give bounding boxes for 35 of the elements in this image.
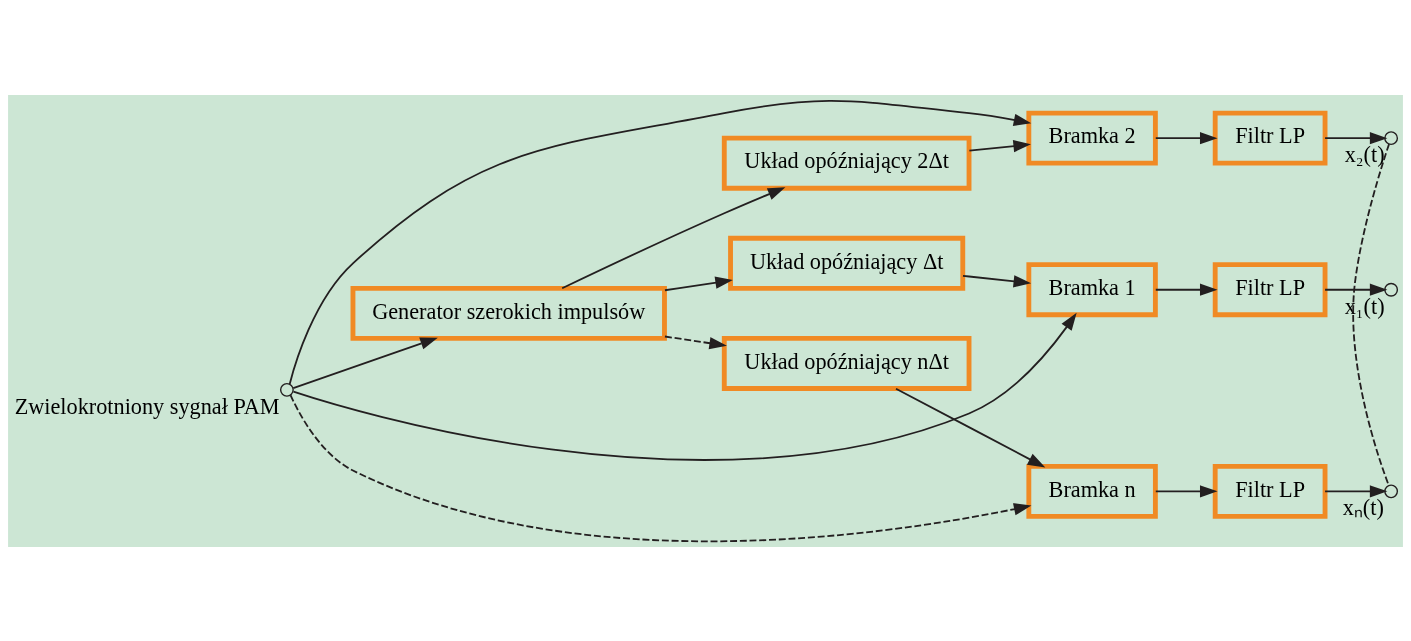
arrow (968, 139, 1031, 152)
connector (1352, 142, 1390, 486)
node-circle (1384, 282, 1399, 297)
node-circle (279, 382, 294, 397)
node-box: Układ opóźniający 2Δt (721, 135, 972, 191)
arrow (1324, 283, 1388, 296)
arrow (289, 393, 1032, 542)
node-label: xₙ(t) (1342, 494, 1384, 520)
arrow (962, 274, 1032, 287)
arrow (1154, 484, 1218, 497)
node-box: Bramka 1 (1026, 261, 1158, 317)
node-label: Zwielokrotniony sygnał PAM (14, 393, 280, 419)
node-box: Filtr LP (1212, 110, 1328, 166)
arrow (1154, 283, 1218, 296)
node-label: x₂(t) (1344, 141, 1385, 167)
arrow (664, 335, 727, 349)
node-label: x₁(t) (1344, 293, 1385, 319)
node-circle (1384, 483, 1399, 498)
arrow (561, 186, 786, 289)
arrow (1324, 131, 1388, 144)
arrow (1154, 131, 1218, 144)
arrow (288, 99, 1032, 385)
node-box: Bramka n (1026, 463, 1158, 519)
node-circle (1384, 130, 1399, 145)
node-box: Układ opóźniający Δt (728, 235, 966, 291)
arrow (1324, 484, 1388, 497)
arrow (292, 312, 1077, 461)
node-box: Bramka 2 (1026, 110, 1158, 166)
node-box: Układ opóźniający nΔt (721, 335, 972, 391)
node-box: Filtr LP (1212, 463, 1328, 519)
node-box: Generator szerokich impulsów (350, 285, 667, 341)
node-box: Filtr LP (1212, 261, 1328, 317)
arrow (292, 337, 438, 389)
arrow (664, 276, 733, 291)
arrow (895, 387, 1046, 467)
